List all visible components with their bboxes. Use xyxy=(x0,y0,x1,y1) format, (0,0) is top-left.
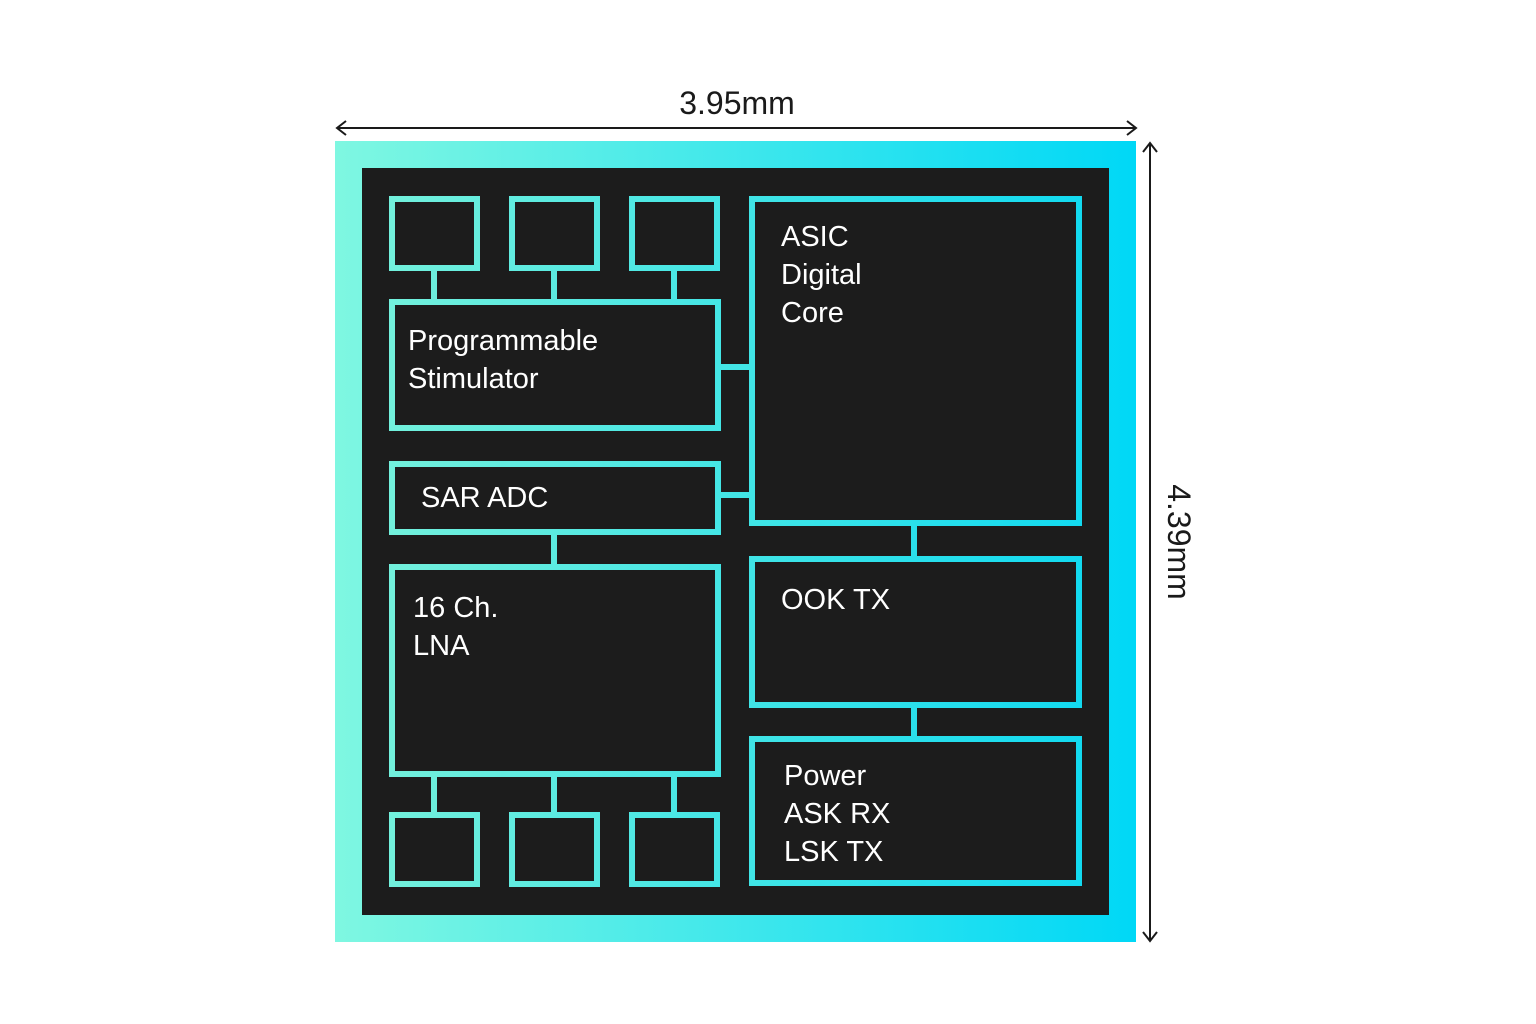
lna-label-line-2: LNA xyxy=(413,630,470,662)
asic-digital-core-block xyxy=(749,196,1082,526)
bottom-pad-2 xyxy=(509,812,600,887)
stimulator-block xyxy=(389,299,721,431)
power-label-line-2: ASK RX xyxy=(784,798,890,830)
interconnect-lines xyxy=(431,268,917,815)
height-dimension: 4.39mm xyxy=(1142,141,1197,943)
sar-adc-block xyxy=(389,461,721,535)
power-label-line-3: LSK TX xyxy=(784,836,883,868)
width-dimension: 3.95mm xyxy=(335,85,1138,136)
sar-adc-label: SAR ADC xyxy=(421,482,548,514)
bottom-pad-3 xyxy=(629,812,720,887)
asic-label-line-2: Digital xyxy=(781,259,862,291)
power-block xyxy=(749,736,1082,886)
ook-tx-label: OOK TX xyxy=(781,584,890,616)
top-pad-2 xyxy=(509,196,600,271)
top-pad-3 xyxy=(629,196,720,271)
lna-block xyxy=(389,564,721,777)
top-pad-1 xyxy=(389,196,480,271)
lna-label-line-1: 16 Ch. xyxy=(413,592,498,624)
asic-label-line-3: Core xyxy=(781,297,844,329)
width-label: 3.95mm xyxy=(679,85,795,121)
ook-tx-block xyxy=(749,556,1082,708)
stimulator-label-line-1: Programmable xyxy=(408,325,598,357)
asic-label-line-1: ASIC xyxy=(781,221,849,253)
height-label: 4.39mm xyxy=(1161,484,1197,600)
power-label-line-1: Power xyxy=(784,760,867,792)
stimulator-label-line-2: Stimulator xyxy=(408,363,539,395)
bottom-pad-1 xyxy=(389,812,480,887)
